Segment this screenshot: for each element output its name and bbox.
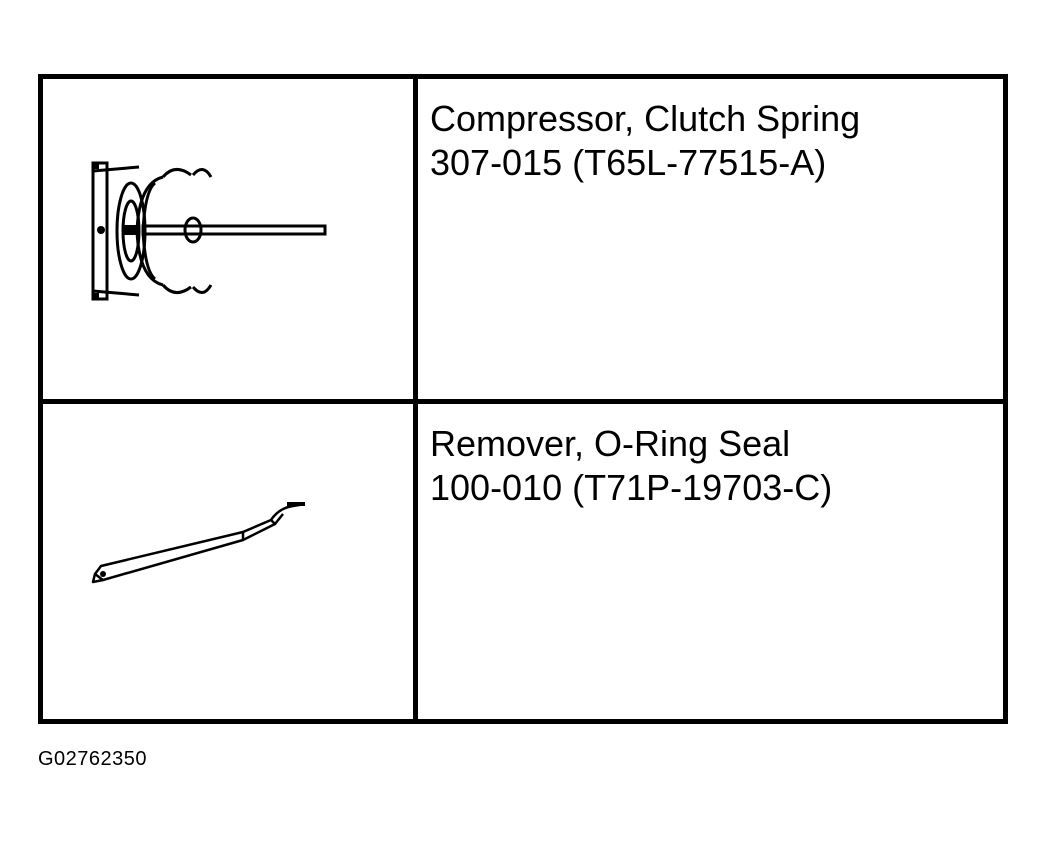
tool-row: Remover, O-Ring Seal 100-010 (T71P-19703… [43, 404, 1003, 724]
tool-name: Compressor, Clutch Spring [430, 98, 861, 139]
tool-number: 100-010 (T71P-19703-C) [430, 467, 833, 508]
tool-name: Remover, O-Ring Seal [430, 423, 791, 464]
special-tools-table: Compressor, Clutch Spring 307-015 (T65L-… [38, 74, 1008, 724]
tool-illustration-cell [43, 404, 413, 724]
column-divider [413, 79, 418, 719]
tool-text-cell: Remover, O-Ring Seal 100-010 (T71P-19703… [418, 404, 1003, 724]
tool-illustration-cell [43, 79, 413, 399]
row-divider [43, 399, 1003, 404]
tool-number: 307-015 (T65L-77515-A) [430, 142, 827, 183]
figure-id: G02762350 [38, 748, 148, 770]
o-ring-seal-remover-icon [91, 502, 306, 584]
tool-row: Compressor, Clutch Spring 307-015 (T65L-… [43, 79, 1003, 399]
clutch-spring-compressor-icon [91, 161, 327, 301]
tool-text-cell: Compressor, Clutch Spring 307-015 (T65L-… [418, 79, 1003, 399]
